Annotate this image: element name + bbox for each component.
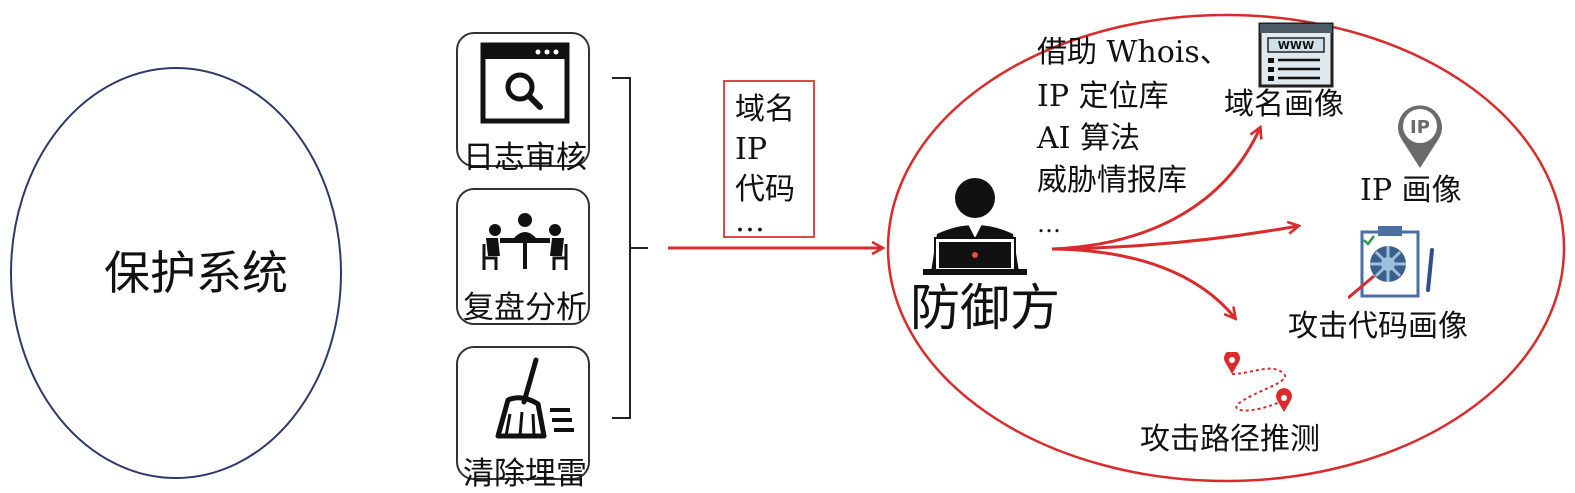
method-ip-db: IP 定位库	[1037, 79, 1169, 114]
output-label-domain: 域名画像	[1224, 87, 1344, 122]
protection-system-ellipse	[10, 67, 342, 479]
step-label-clear-mines: 清除埋雷	[463, 456, 587, 492]
code-report-icon	[1348, 226, 1434, 300]
step-label-log-audit: 日志审核	[463, 140, 587, 176]
indicator-ip: IP	[735, 132, 768, 167]
defender-title: 防御方	[910, 279, 1060, 337]
output-label-ip: IP 画像	[1360, 173, 1462, 208]
www-page-icon: WWW	[1258, 22, 1334, 88]
meeting-icon	[482, 213, 568, 270]
defender-ellipse	[886, 13, 1566, 483]
method-threat-intel: 威胁情报库	[1037, 163, 1187, 198]
arrow-to-domain	[1051, 128, 1260, 251]
indicator-code: 代码	[735, 172, 795, 207]
method-more: …	[1037, 210, 1061, 238]
indicator-box: 域名 IP 代码 …	[723, 80, 815, 238]
indicator-domain: 域名	[735, 92, 795, 127]
protection-system-title: 保护系统	[104, 246, 288, 300]
svg-text:WWW: WWW	[1278, 39, 1314, 52]
step-card-clear-mines: 清除埋雷	[456, 346, 590, 492]
output-label-code: 攻击代码画像	[1288, 309, 1468, 344]
route-map-icon	[1224, 352, 1292, 412]
method-whois: 借助 Whois、	[1037, 35, 1230, 70]
indicator-more: …	[735, 204, 765, 239]
svg-text:IP: IP	[1410, 117, 1430, 138]
step-card-log-audit: 日志审核	[456, 32, 590, 176]
step-card-review: 复盘分析	[456, 188, 590, 326]
output-label-path: 攻击路径推测	[1140, 422, 1320, 457]
method-ai: AI 算法	[1037, 121, 1141, 156]
ip-pin-icon: IP	[1398, 105, 1442, 168]
grouping-bracket	[612, 77, 648, 419]
step-label-review: 复盘分析	[463, 290, 587, 326]
arrow-to-path	[1051, 247, 1235, 318]
broom-icon	[495, 357, 574, 439]
arrow-to-ip	[1051, 226, 1298, 251]
browser-search-icon	[480, 42, 570, 124]
person-laptop-icon	[923, 178, 1027, 275]
